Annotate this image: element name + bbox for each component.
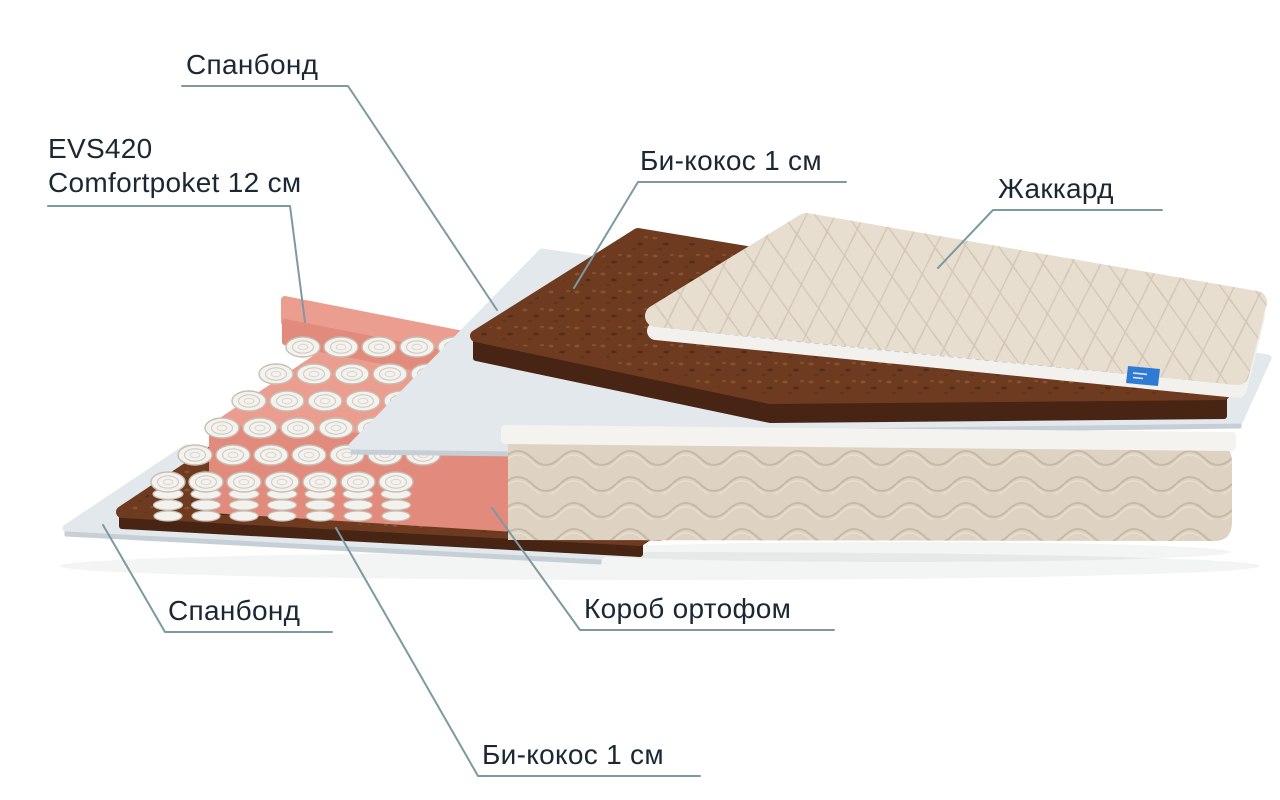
spring-coil bbox=[340, 471, 376, 493]
piping-top bbox=[501, 425, 1236, 451]
label-evs-model: EVS420 bbox=[48, 133, 153, 164]
spring-coil bbox=[307, 390, 343, 412]
spring-coil-side bbox=[342, 488, 374, 522]
spring-coil bbox=[269, 390, 305, 412]
spring-coil bbox=[372, 363, 408, 385]
spring-coil-side bbox=[228, 488, 260, 522]
brand-tag-text-lines bbox=[1132, 372, 1148, 380]
label-spunbond-bottom: Спанбонд bbox=[168, 595, 300, 626]
label-bicoco-bottom: Би-кокос 1 см bbox=[482, 739, 664, 770]
spring-coil bbox=[231, 390, 267, 412]
ground-shadow bbox=[60, 552, 1260, 580]
spring-coil bbox=[345, 390, 381, 412]
spring-coil bbox=[215, 444, 251, 466]
leader-evs-springs bbox=[47, 205, 306, 323]
spring-coil-side bbox=[380, 488, 412, 522]
spring-coil bbox=[399, 336, 435, 358]
leader-bicoco-top bbox=[573, 181, 847, 289]
spring-coil bbox=[361, 336, 397, 358]
label-spunbond-top: Спанбонд bbox=[186, 49, 318, 80]
brand-tag bbox=[1126, 366, 1160, 386]
spring-coil bbox=[318, 417, 354, 439]
label-foam-box: Короб ортофом bbox=[584, 593, 791, 624]
spring-coil bbox=[226, 471, 262, 493]
leader-bicoco-bottom bbox=[335, 527, 701, 777]
spring-coil bbox=[264, 471, 300, 493]
label-bicoco-top: Би-кокос 1 см bbox=[640, 145, 822, 176]
spring-coil bbox=[150, 471, 186, 493]
leader-spunbond-top bbox=[181, 85, 498, 311]
wave-quilting bbox=[508, 436, 1232, 542]
ground-shadow-right bbox=[570, 542, 1230, 562]
leader-foam-box bbox=[491, 507, 835, 631]
side-wall bbox=[501, 425, 1236, 542]
spring-coil bbox=[204, 417, 240, 439]
spring-coil bbox=[291, 444, 327, 466]
spring-coil bbox=[302, 471, 338, 493]
spring-coil bbox=[323, 336, 359, 358]
label-evs-detail: Comfortpoket 12 см bbox=[48, 167, 301, 198]
spring-coil bbox=[188, 471, 224, 493]
spring-coil bbox=[285, 336, 321, 358]
spring-coil bbox=[253, 444, 289, 466]
quilt-pattern-b bbox=[645, 213, 1267, 385]
spring-coil bbox=[334, 363, 370, 385]
spring-coil bbox=[258, 363, 294, 385]
spring-coil-side bbox=[152, 488, 184, 522]
label-jacquard: Жаккард bbox=[998, 173, 1114, 204]
spring-coil bbox=[378, 471, 414, 493]
jacquard-cover bbox=[645, 213, 1267, 398]
spring-coil bbox=[177, 444, 213, 466]
leader-spunbond-bottom bbox=[102, 524, 333, 633]
spring-coil bbox=[296, 363, 332, 385]
spring-coil-side bbox=[266, 488, 298, 522]
spring-coil bbox=[242, 417, 278, 439]
spring-coil-side bbox=[304, 488, 336, 522]
spring-coil-side bbox=[190, 488, 222, 522]
spring-coil bbox=[280, 417, 316, 439]
leader-jacquard bbox=[937, 209, 1163, 269]
